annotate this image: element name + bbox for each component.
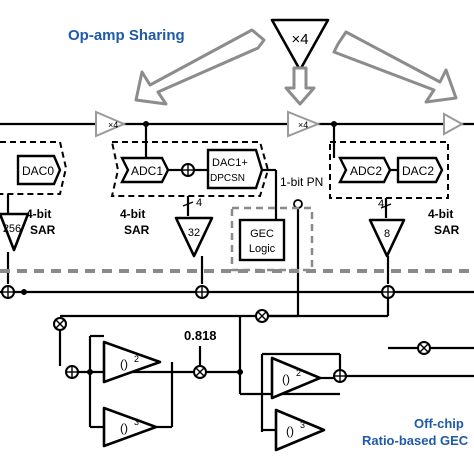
shared-opamp-label: ×4 bbox=[291, 31, 308, 48]
stage0-sar-bits: 4-bit bbox=[26, 207, 51, 221]
stage2-sar-bits: 4-bit bbox=[428, 207, 453, 221]
cube-left-label: () bbox=[120, 421, 128, 435]
sharing-arrow-right bbox=[332, 30, 458, 104]
mult-node-2-b bbox=[55, 319, 65, 329]
adc1-label: ADC1 bbox=[131, 164, 163, 178]
cube-block-left bbox=[102, 406, 158, 448]
square-block-left bbox=[102, 340, 162, 384]
square-block-right bbox=[270, 356, 322, 400]
pn-label: 1-bit PN bbox=[280, 175, 323, 189]
dac1-dpcsn-box bbox=[206, 148, 264, 190]
offchip-label-1: Off-chip bbox=[414, 416, 464, 431]
dpcsn-label: DPCSN bbox=[210, 173, 245, 184]
stage2-bus-width: 4 bbox=[378, 198, 384, 210]
cube-right-label: () bbox=[286, 424, 294, 438]
amp-x4-3 bbox=[443, 112, 465, 136]
stage0-sar-outline bbox=[0, 141, 68, 195]
gec-label-2: Logic bbox=[249, 243, 276, 255]
square-right-exp: 2 bbox=[296, 368, 301, 378]
dac0-label: DAC0 bbox=[22, 164, 54, 178]
stage0-sar-word: SAR bbox=[30, 223, 56, 237]
amp-x4-2-label: ×4 bbox=[298, 120, 308, 130]
cube-block-right bbox=[274, 408, 326, 452]
stage1-bus-width: 4 bbox=[196, 197, 202, 209]
square-left-exp: 2 bbox=[134, 354, 139, 364]
gec-region-outline bbox=[230, 206, 314, 272]
square-right-label: () bbox=[282, 372, 290, 386]
shared-opamp-x4 bbox=[270, 18, 330, 72]
adc1-box bbox=[120, 156, 170, 184]
gec-label-1: GEC bbox=[250, 228, 274, 240]
square-left-label: () bbox=[120, 357, 128, 371]
amp-x4-1-label: ×4 bbox=[108, 120, 118, 130]
dac0-box bbox=[16, 154, 62, 186]
stage1-bus-slash bbox=[182, 201, 194, 207]
sharing-arrow-left bbox=[134, 28, 266, 106]
gec-logic-box bbox=[238, 218, 286, 262]
right-branch-dot bbox=[237, 369, 243, 375]
stage1-sar-word: SAR bbox=[124, 223, 150, 237]
stage1-sar-outline bbox=[110, 141, 270, 197]
sum-row-dot bbox=[21, 289, 27, 295]
amp-256-label: 256 bbox=[3, 223, 21, 235]
cube-left-exp: 3 bbox=[134, 417, 139, 427]
adc2-box bbox=[338, 156, 392, 184]
dac2-box bbox=[396, 156, 444, 184]
mult-node-3-b bbox=[419, 343, 429, 353]
amp-32 bbox=[174, 216, 214, 258]
amp-256 bbox=[0, 212, 30, 252]
adc2-label: ADC2 bbox=[350, 164, 382, 178]
amp-32-label: 32 bbox=[188, 227, 200, 239]
amp-8 bbox=[368, 218, 406, 258]
dac2-label: DAC2 bbox=[402, 164, 434, 178]
stage2-sar-word: SAR bbox=[434, 223, 460, 237]
stage2-bus-slash bbox=[380, 203, 392, 209]
amp-x4-2 bbox=[287, 110, 321, 138]
coef-label: 0.818 bbox=[184, 328, 217, 343]
amp-x4-1 bbox=[95, 110, 127, 138]
stage1-sar-bits: 4-bit bbox=[120, 207, 145, 221]
title-text: Op-amp Sharing bbox=[68, 27, 185, 44]
coef-mult-b bbox=[195, 367, 205, 377]
sharing-arrow-down bbox=[284, 66, 316, 106]
amp-8-label: 8 bbox=[384, 228, 390, 240]
stage2-sar-outline bbox=[329, 141, 449, 199]
offchip-label-2: Ratio-based GEC bbox=[362, 433, 469, 448]
mult-node-1-b bbox=[257, 311, 267, 321]
dac1-label: DAC1+ bbox=[212, 157, 248, 169]
cube-right-exp: 3 bbox=[300, 420, 305, 430]
